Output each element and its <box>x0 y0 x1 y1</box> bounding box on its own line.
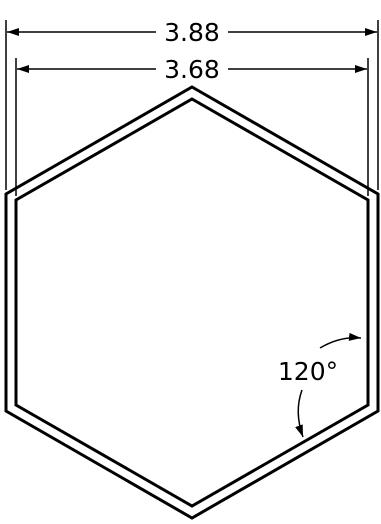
inner-hexagon <box>14 97 370 508</box>
inner-width-label: 3.68 <box>164 55 220 84</box>
angle-arc-lower <box>295 389 304 438</box>
angle-arc-upper <box>319 332 362 349</box>
outer-width-label: 3.88 <box>164 18 220 47</box>
outer-hexagon <box>4 85 380 520</box>
angle-label: 120° <box>278 357 338 386</box>
